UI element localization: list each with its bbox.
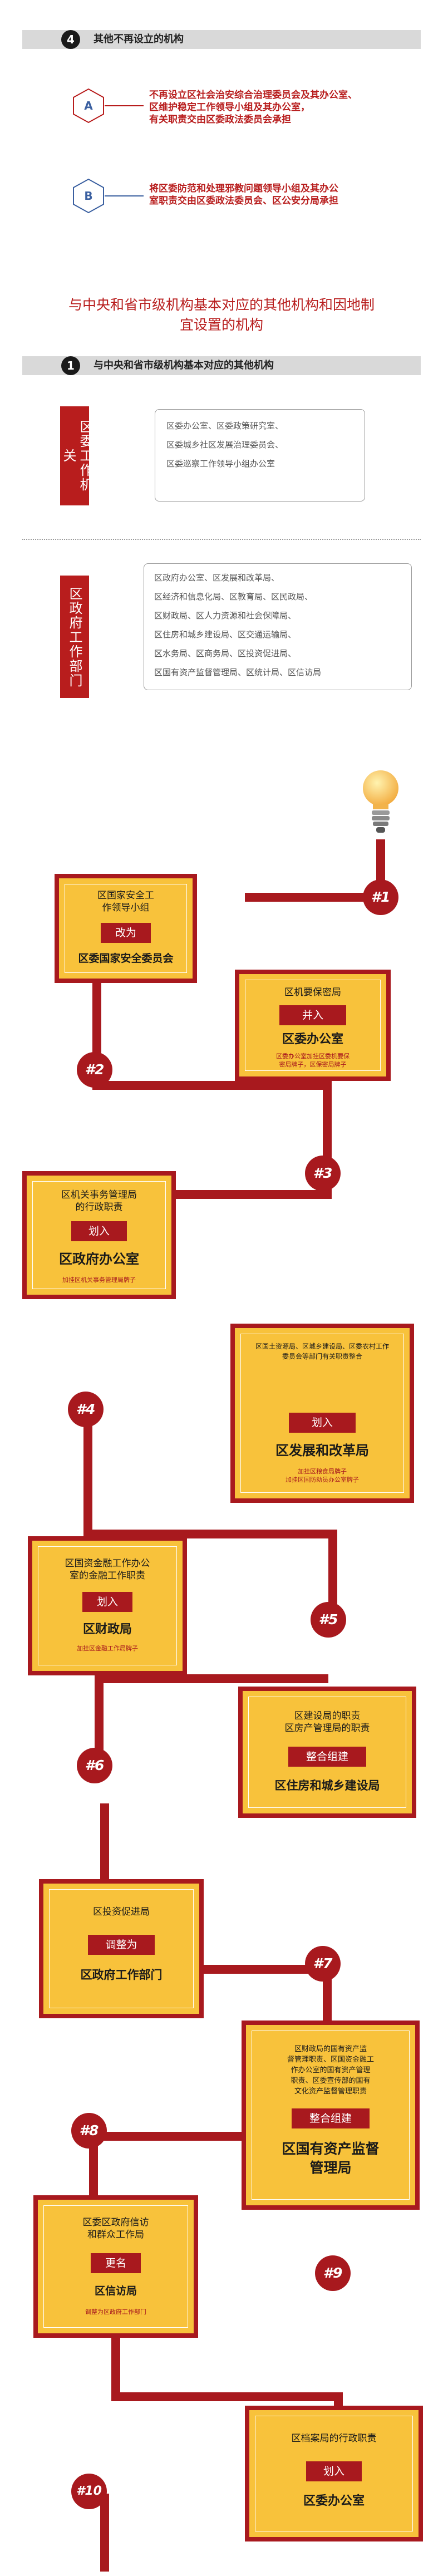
gov-departments-label: 区政府工作部门: [60, 576, 89, 698]
flow-card-6: 区建设局的职责区房产管理局的职责 整合组建 区住房和城乡建设局: [238, 1687, 416, 1818]
item-a-connector: [105, 105, 144, 106]
main-title: 与中央和省市级机构基本对应的其他机构和因地制 宜设置的机构: [68, 297, 375, 333]
flow-card-7: 区投资促进局 调整为 区政府工作部门: [39, 1879, 204, 2018]
flow-badge-6: #6: [77, 1748, 112, 1783]
flow-card-9: 区委区政府信访和群众工作局 更名 区信访局 调整为区政府工作部门: [33, 2195, 198, 2338]
flow-track: [245, 893, 385, 902]
item-a-letter: A: [84, 99, 93, 112]
flow-badge-10: #10: [71, 2474, 107, 2509]
section4-title: 其他不再设立的机构: [93, 33, 184, 45]
section4-number: 4: [61, 30, 80, 49]
gov-departments-list: 区政府办公室、区发展和改革局、 区经济和信息化局、区教育局、区民政局、 区财政局…: [144, 563, 412, 690]
flow-card-8: 区财政局的国有资产监督管理职责、区国资金融工作办公室的国有资产管理职责、区委宣传…: [242, 2021, 420, 2210]
flow-badge-4: #4: [68, 1392, 104, 1427]
flow-card-5: 区国资金融工作办公室的金融工作职责 划入 区财政局 加挂区金融工作局牌子: [28, 1536, 187, 1675]
item-b-connector: [105, 195, 144, 196]
section4-header-bar: [22, 30, 421, 49]
party-organs-list: 区委办公室、区委政策研究室、 区委城乡社区发展治理委员会、 区委巡察工作领导小组…: [155, 409, 365, 502]
flow-track: [100, 2494, 109, 2572]
item-b-text: 将区委防范和处理邪教问题领导小组及其办公 室职责交由区委政法委员会、区公安分局承…: [149, 183, 338, 207]
flow-card-2: 区机要保密局 并入 区委办公室 区委办公室加挂区委机要保密局牌子，区保密局牌子: [235, 970, 391, 1081]
flow-track: [92, 1081, 332, 1090]
hexagon-icon-b: B: [72, 178, 105, 214]
item-b-letter: B: [84, 189, 93, 203]
flow-track: [111, 2392, 334, 2401]
flow-track: [83, 1403, 92, 1536]
light-bulb-icon: [360, 767, 402, 842]
flow-track: [95, 1674, 328, 1683]
flow-badge-1: #1: [363, 879, 398, 915]
flow-badge-2: #2: [77, 1052, 112, 1088]
section1-header-bar: [22, 356, 421, 375]
flow-card-3: 区机关事务管理局的行政职责 划入 区政府办公室 加挂区机关事务管理局牌子: [22, 1171, 176, 1299]
flow-badge-8: #8: [71, 2113, 107, 2149]
flow-badge-7: #7: [305, 1946, 341, 1982]
flow-badge-5: #5: [311, 1602, 346, 1638]
hexagon-icon-a: A: [72, 88, 105, 124]
flow-track: [95, 1674, 104, 1763]
flow-badge-9: #9: [315, 2255, 351, 2291]
flow-card-10: 区档案局的行政职责 划入 区委办公室: [245, 2406, 423, 2541]
party-organs-label: 区委工作机关: [60, 406, 93, 505]
flow-card-4: 区国土资源局、区城乡建设局、区委农村工作委员会等部门有关职责整合 划入 区发展和…: [230, 1324, 414, 1503]
section1-number: 1: [61, 356, 80, 375]
flow-track: [111, 2327, 120, 2393]
flow-track: [328, 1530, 337, 1619]
item-a-text: 不再设立区社会治安综合治理委员会及其办公室、 区维护稳定工作领导小组及其办公室，…: [149, 90, 357, 125]
flow-card-1: 区国家安全工作领导小组 改为 区委国家安全委员会: [55, 874, 197, 983]
section1-title: 与中央和省市级机构基本对应的其他机构: [93, 360, 274, 371]
flow-badge-3: #3: [305, 1156, 341, 1191]
dotted-divider: [22, 539, 421, 540]
